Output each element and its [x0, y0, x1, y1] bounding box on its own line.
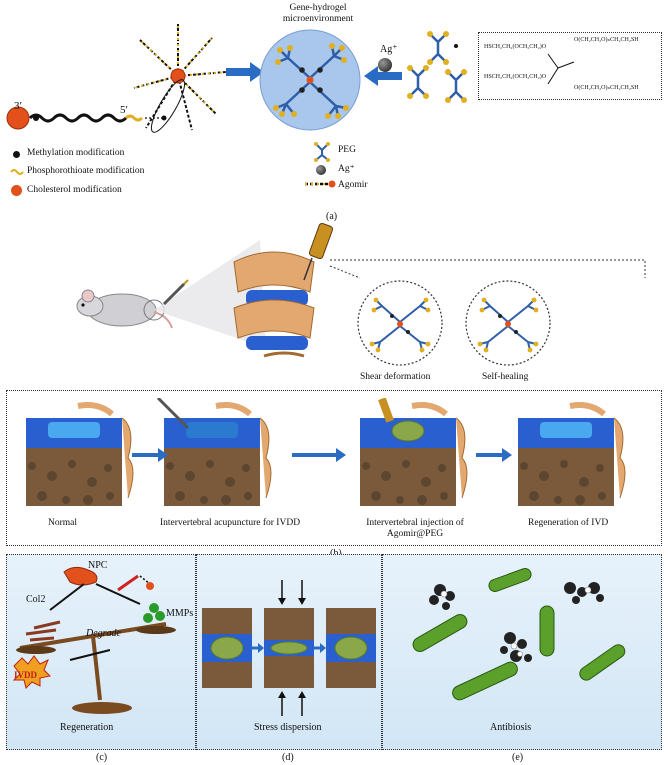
stage-arrow-1	[132, 448, 168, 462]
disc-acupuncture	[156, 398, 272, 506]
bacterium	[488, 568, 532, 592]
panel-e-title: Antibiosis	[490, 722, 532, 733]
antibiosis-illustration	[412, 568, 626, 701]
peg-cluster	[407, 31, 467, 103]
bone-texture-3	[362, 460, 448, 505]
mouse-illustration	[76, 289, 173, 329]
prime3-label: 3′	[14, 100, 22, 112]
legend-cholesterol: Cholesterol modification	[27, 185, 122, 195]
small-syringe-icon	[162, 279, 189, 306]
npc-label: NPC	[88, 560, 108, 571]
balance-scale-illustration	[12, 566, 176, 714]
bone-texture-1	[28, 460, 114, 505]
col2-label: Col2	[26, 594, 46, 605]
agomir-strand-graphic	[6, 106, 167, 130]
compression-arrows-bottom	[278, 691, 306, 716]
label-self-healing: Self-healing	[482, 372, 529, 382]
disc-regeneration	[518, 402, 626, 506]
gene-hydrogel-circle	[259, 29, 361, 131]
microenv-title: Gene-hydrogel microenvironment	[282, 3, 354, 24]
agomir-starburst	[133, 24, 227, 133]
prime5-label: 5′	[120, 104, 128, 116]
stage-arrow-3	[476, 448, 512, 462]
ag-sphere-icon	[378, 58, 392, 72]
large-syringe-icon	[303, 222, 334, 281]
panel-c-box	[6, 554, 196, 750]
ivdd-label: IVDD	[14, 670, 38, 680]
ag-icon	[316, 165, 326, 175]
strand-backbone	[28, 113, 128, 123]
legend-ag: Ag⁺	[338, 164, 355, 174]
chem-bonds	[547, 53, 575, 85]
circle-shear	[357, 280, 443, 366]
compression-arrows-top	[278, 580, 306, 605]
stage-box	[6, 390, 662, 546]
disc-injection	[360, 398, 468, 506]
chem-line-1: HSCH₂CH₂(OCH₂CH₂)O	[484, 44, 547, 50]
chem-line-4: O(CH₂CH₂O)ₙCH₂CH₂SH	[574, 85, 639, 91]
mmps-label: MMPs	[166, 608, 194, 619]
chem-line-2: O(CH₂CH₂O)ₙCH₂CH₂SH	[574, 37, 639, 43]
arrow-left-icon	[364, 66, 402, 86]
caption-e: (e)	[512, 752, 524, 763]
bone-texture-2	[166, 460, 252, 505]
stage-injection-label: Intervertebral injection of Agomir@PEG	[366, 518, 464, 539]
methylation-dot-icon	[13, 151, 20, 158]
stage-arrow-2	[292, 448, 346, 462]
panel-d-box	[196, 554, 382, 750]
legend-methylation: Methylation modification	[27, 148, 125, 158]
connector-lines	[329, 259, 646, 279]
peg-star-icon	[314, 142, 330, 162]
degrade-label: Degrade	[86, 628, 121, 639]
bone-texture-4	[520, 460, 606, 505]
caption-c: (c)	[96, 752, 108, 763]
panel-d-title: Stress dispersion	[254, 722, 322, 733]
panel-c-title: Regeneration	[60, 722, 114, 733]
bacterium	[579, 644, 626, 681]
bacterium	[539, 605, 555, 657]
panel-e-box	[382, 554, 662, 750]
legend-phosphorothioate: Phosphorothioate modification	[27, 166, 145, 176]
chem-formula-box	[478, 32, 662, 100]
stage-normal-label: Normal	[48, 518, 78, 528]
agomir-strand-icon	[305, 180, 336, 188]
stage-acupuncture-label: Intervertebral acupuncture for IVDD	[160, 518, 301, 528]
chem-line-3: HSCH₂CH₂(OCH₂CH₂)O	[484, 74, 547, 80]
phosphorothioate-squiggle-icon	[10, 169, 24, 175]
stress-dispersion-illustration	[202, 608, 376, 688]
cholesterol-ball	[6, 106, 30, 130]
caption-d: (d)	[282, 752, 294, 763]
cholesterol-ball-icon	[11, 185, 22, 196]
caption-a: (a)	[326, 211, 338, 222]
caption-b: (b)	[330, 548, 342, 560]
bacterium	[412, 614, 468, 652]
legend-peg: PEG	[338, 145, 356, 155]
spine-illustration	[233, 251, 315, 358]
legend-agomir: Agomir	[338, 180, 368, 190]
circle-self-healing	[465, 280, 551, 366]
label-shear-deformation: Shear deformation	[360, 372, 431, 382]
stage-regeneration-label: Regeneration of IVD	[528, 518, 609, 528]
ag-label: Ag⁺	[380, 44, 398, 55]
arrow-right-icon	[226, 62, 264, 82]
bacterium	[452, 661, 518, 701]
